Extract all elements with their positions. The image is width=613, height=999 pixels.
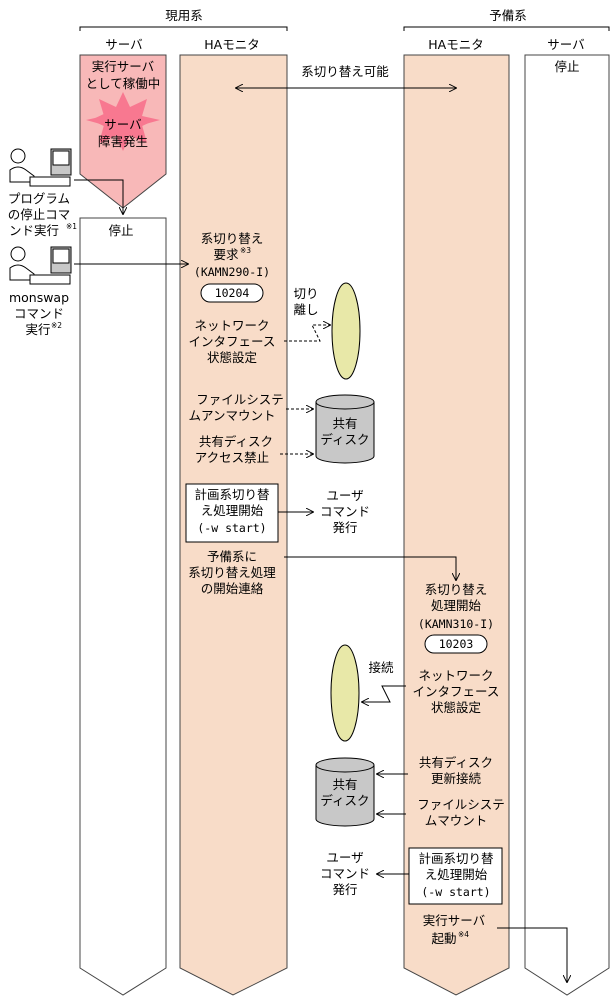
detach-label-2: 離し	[293, 302, 318, 317]
mount-label-2: ムマウント	[425, 813, 488, 828]
planned2-label-1: 計画系切り替	[418, 851, 494, 866]
nif1-label-2: インタフェース	[189, 334, 276, 349]
network-interface-icon	[331, 282, 361, 380]
request-label-2: 要求	[213, 247, 239, 262]
operator-terminal-icon	[9, 148, 72, 187]
user2-label-1: ユーザ	[326, 850, 363, 865]
request-note-mark: ※3	[240, 246, 251, 255]
sbstart-label-1: 系切り替え	[425, 582, 488, 597]
sbstart-label-3: (KAMN310-I)	[418, 617, 494, 631]
notify-label-1: 予備系に	[207, 549, 257, 564]
running-label-2: として稼働中	[86, 76, 161, 91]
active-ha-monitor-header: HAモニタ	[204, 37, 259, 52]
nif1-label-1: ネットワーク	[194, 318, 269, 333]
connect-label: 接続	[368, 660, 394, 675]
active-server-header: サーバ	[105, 37, 142, 52]
planned1-label-2: え処理開始	[201, 503, 264, 518]
fault-label-2: 障害発生	[98, 134, 148, 149]
nif1-label-3: 状態設定	[207, 350, 257, 365]
disk2-label-1: 共有	[332, 777, 357, 792]
nif2-label-1: ネットワーク	[418, 668, 493, 683]
disk2-label-2: ディスク	[320, 793, 369, 808]
active-group-bracket	[79, 26, 288, 31]
planned-switch-box-2	[408, 847, 503, 905]
nif2-label-3: 状態設定	[431, 700, 481, 715]
diskupd-label-2: 更新接続	[431, 771, 482, 786]
standby-server-header: サーバ	[547, 37, 584, 52]
unmount-label-2: ムアンマウント	[188, 408, 275, 423]
stop-command-arrow	[74, 179, 123, 214]
request-label-3: (KAMN290-I)	[194, 265, 270, 279]
monswap-label-1: monswap	[9, 290, 69, 305]
user1-label-1: ユーザ	[326, 488, 363, 503]
start-server-arrow	[497, 927, 567, 982]
detach-label-1: 切り	[293, 286, 318, 301]
user2-label-2: コマンド	[320, 866, 370, 881]
notify-label-2: 系切り替え処理	[188, 565, 276, 580]
fault-label-1: サーバ	[104, 117, 141, 132]
prog-note-mark: ※1	[66, 222, 77, 231]
notify-arrow	[284, 556, 456, 580]
planned2-label-3: (-w start)	[421, 885, 490, 899]
disk1-label-1: 共有	[332, 416, 357, 431]
srvstart-label-2: 起動	[431, 931, 456, 946]
detach-arrow	[284, 325, 330, 342]
unmount-label-1: ファイルシステ	[196, 392, 284, 407]
user2-label-3: 発行	[332, 882, 357, 897]
standby-server-lane	[524, 54, 610, 996]
srvstart-label-1: 実行サーバ	[423, 913, 485, 928]
shared-disk-top	[315, 394, 375, 410]
mount-label-1: ファイルシステ	[417, 797, 505, 812]
request-label-1: 系切り替え	[201, 231, 264, 246]
planned1-label-3: (-w start)	[197, 521, 266, 535]
active-system-header: 現用系	[165, 8, 203, 23]
shared-disk-top-2	[315, 757, 375, 773]
disk1-label-2: ディスク	[320, 432, 369, 447]
deny-label-1: 共有ディスク	[199, 434, 273, 449]
switchable-label: 系切り替え可能	[301, 64, 389, 79]
standby-ha-monitor-lane	[403, 54, 510, 996]
notify-label-3: の開始連絡	[201, 581, 264, 596]
monswap-label-2: コマンド	[14, 306, 64, 321]
sbstart-code: 10203	[439, 637, 474, 651]
operator-terminal-icon-2	[9, 246, 72, 285]
request-code-badge	[200, 283, 264, 303]
standby-code-badge	[424, 634, 488, 654]
active-server-stopped-lane	[79, 217, 167, 996]
running-label-1: 実行サーバ	[92, 59, 154, 74]
request-code: 10204	[215, 286, 250, 300]
prog-label-3: ンド実行	[9, 223, 59, 238]
deny-label-2: アクセス禁止	[195, 450, 269, 465]
standby-ha-monitor-header: HAモニタ	[428, 37, 483, 52]
monswap-note-mark: ※2	[51, 321, 62, 330]
active-server-stop-label: 停止	[108, 223, 133, 238]
monswap-label-3: 実行	[25, 322, 50, 337]
prog-label-1: プログラム	[8, 191, 70, 206]
standby-group-bracket	[403, 26, 610, 31]
shared-disk-icon	[315, 402, 375, 464]
user1-label-2: コマンド	[320, 504, 370, 519]
connect-arrow	[362, 685, 406, 702]
standby-server-stop-label: 停止	[554, 59, 579, 74]
planned-switch-box	[185, 483, 279, 543]
sbstart-label-2: 処理開始	[431, 598, 482, 613]
planned2-label-2: え処理開始	[425, 867, 488, 882]
srvstart-note-mark: ※4	[458, 930, 469, 939]
shared-disk-icon-2	[315, 765, 375, 827]
network-interface-icon-2	[330, 644, 360, 742]
planned1-label-1: 計画系切り替	[194, 487, 270, 502]
fault-burst-outer	[86, 92, 160, 151]
prog-label-2: の停止コマ	[8, 207, 71, 222]
user1-label-3: 発行	[332, 520, 357, 535]
standby-system-header: 予備系	[489, 8, 527, 23]
nif2-label-2: インタフェース	[413, 684, 500, 699]
diskupd-label-1: 共有ディスク	[419, 755, 493, 770]
